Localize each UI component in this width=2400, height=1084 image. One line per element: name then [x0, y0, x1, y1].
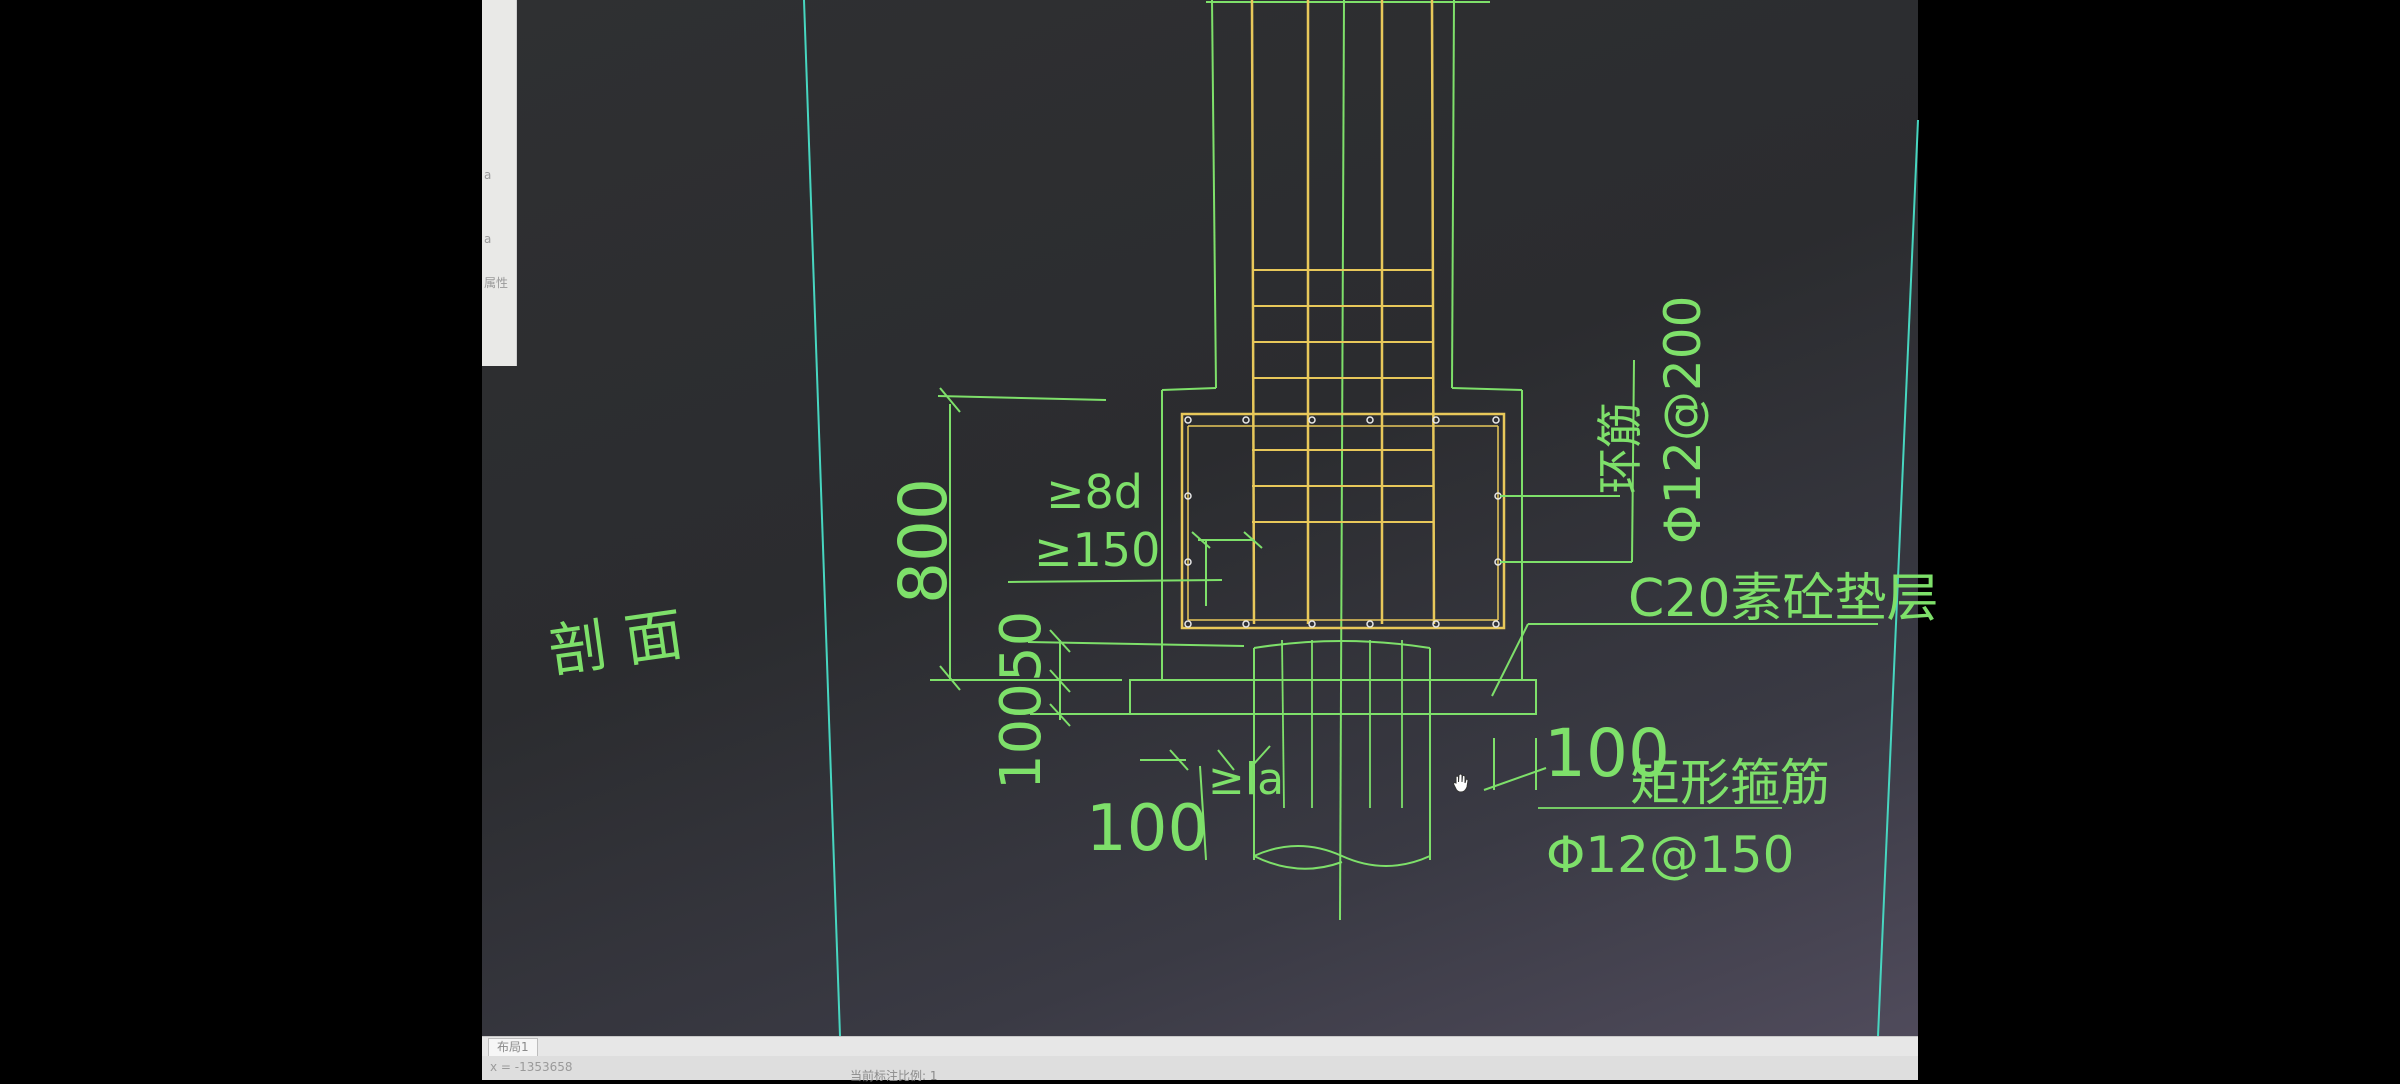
- cap-rebar-cage: [1180, 412, 1506, 630]
- center-line: [1339, 0, 1345, 921]
- column-outline: [1161, 0, 1523, 391]
- stirrup-label: 矩形箍筋: [1630, 754, 1830, 812]
- ring-bar-spec: Φ12@200: [1654, 296, 1712, 544]
- ring-bar-label: 环筋: [1593, 402, 1647, 494]
- cushion-leader: [1491, 623, 1878, 697]
- pile-cap-outline: [1161, 390, 1523, 680]
- dimension-50-100-lines: [1027, 629, 1245, 727]
- properties-side-panel[interactable]: a a 属性: [482, 0, 517, 366]
- anchor-150: ≥150: [1034, 523, 1160, 577]
- anchor-la: ≥la: [1208, 754, 1284, 805]
- dimension-800: 800: [885, 478, 962, 604]
- dimension-50: 50: [989, 611, 1054, 682]
- dimension-100-left: 100: [989, 683, 1054, 790]
- frame-border-right: [1877, 119, 1919, 1037]
- anchor-8d: ≥8d: [1046, 465, 1143, 519]
- tab-layout1[interactable]: 布局1: [488, 1038, 538, 1056]
- ring-bar-leader: [1500, 359, 1635, 563]
- rebar-dots: [1184, 416, 1502, 628]
- section-label: 剖 面: [544, 600, 687, 686]
- stirrup-spec: Φ12@150: [1546, 826, 1794, 884]
- dimension-100-right: 100: [1544, 715, 1670, 792]
- side-panel-fragment: a: [484, 168, 492, 182]
- frame-border-left: [803, 0, 841, 1037]
- dimension-100-right-lines: [1483, 738, 1547, 791]
- status-bar: x = -1353658 当前标注比例: 1: [482, 1056, 1918, 1083]
- cushion-label: C20素砼垫层: [1628, 569, 1938, 629]
- cushion-layer: [1129, 679, 1537, 715]
- layout-tab-bar: 布局1: [482, 1036, 1918, 1057]
- drawing-canvas[interactable]: 剖 面: [482, 0, 1938, 1037]
- pan-hand-cursor-icon: [1452, 773, 1469, 793]
- side-panel-fragment: a: [484, 232, 492, 246]
- anchor-lines: [1007, 531, 1271, 861]
- annotation-scale-label[interactable]: 当前标注比例: 1: [850, 1069, 938, 1083]
- column-rebar: [1250, 0, 1436, 625]
- cad-screen: a a 属性 剖 面: [482, 0, 1938, 1083]
- side-panel-fragment: 属性: [484, 276, 509, 290]
- dimension-100-bottom: 100: [1086, 792, 1208, 866]
- pile-rebar: [1281, 639, 1782, 809]
- cursor-coordinates: x = -1353658: [490, 1060, 573, 1074]
- dimension-800-lines: [930, 387, 1122, 691]
- pile-outline: [1253, 640, 1431, 870]
